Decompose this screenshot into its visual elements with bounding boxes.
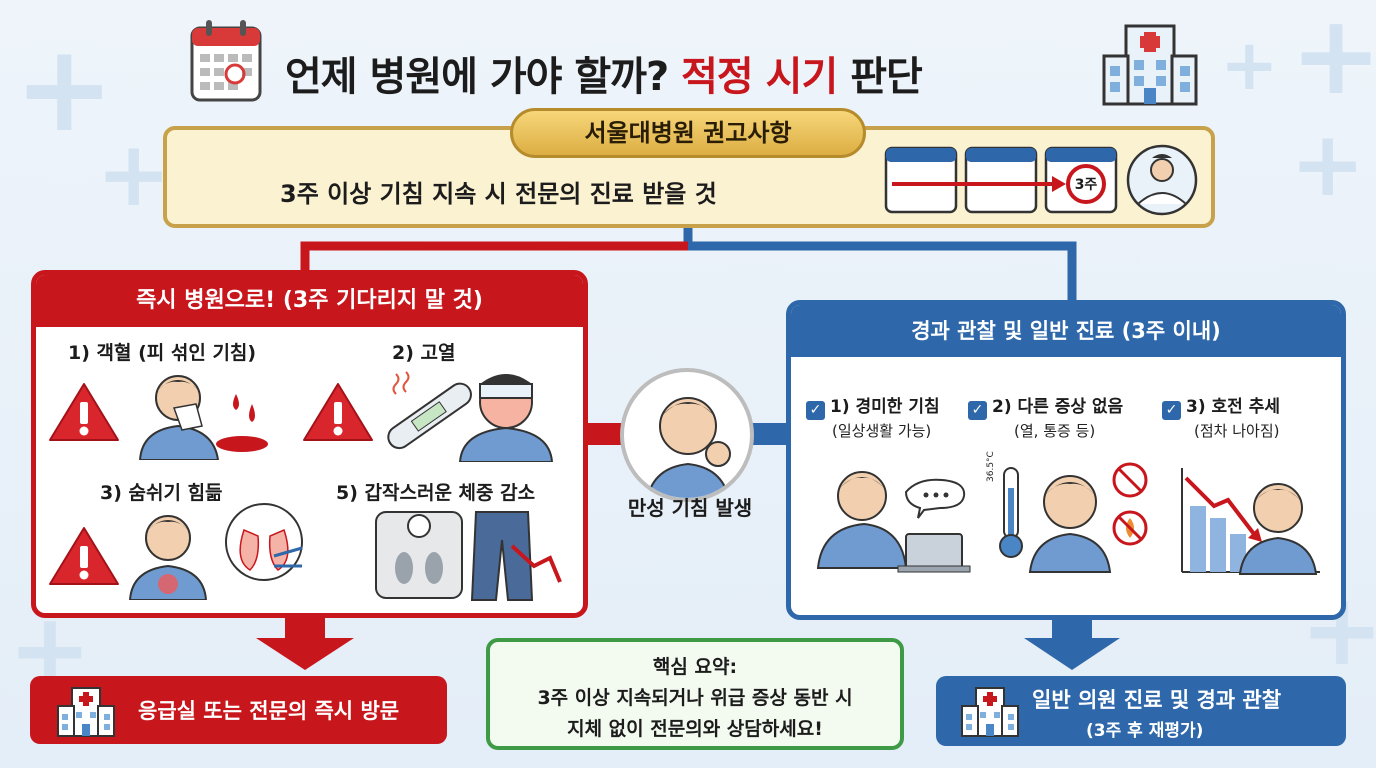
urgent-header: 즉시 병원으로! (3주 기다리지 말 것) — [36, 275, 583, 327]
urgent-item-high-fever: 2) 고열 — [392, 342, 456, 364]
checkbox-icon: ✓ — [1162, 401, 1181, 420]
background-plus-icon: + — [1290, 112, 1366, 217]
observe-result-subtext: (3주 후 재평가) — [1086, 721, 1204, 741]
calendar-icon — [190, 20, 262, 102]
observe-result-box: 일반 의원 진료 및 경과 관찰 (3주 후 재평가) — [936, 676, 1346, 746]
urgent-result-text: 응급실 또는 전문의 즉시 방문 — [138, 699, 400, 723]
breathing-difficulty-illustration — [128, 503, 303, 600]
title-highlight: 적정 시기 — [681, 54, 838, 100]
warning-icon — [49, 383, 119, 441]
coughing-person-illustration — [646, 397, 731, 498]
observe-item-mild-cough-sub: (일상생활 가능) — [832, 422, 932, 440]
warning-icon — [303, 383, 373, 441]
background-plus-icon: + — [1220, 24, 1279, 106]
recommendation-badge: 서울대병원 권고사항 — [510, 108, 866, 158]
chronic-cough-label: 만성 기침 발생 — [627, 496, 753, 520]
observe-header: 경과 관찰 및 일반 진료 (3주 이내) — [791, 305, 1341, 357]
urgent-panel: 즉시 병원으로! (3주 기다리지 말 것) — [31, 270, 588, 618]
title-main: 언제 병원에 가야 할까? — [285, 54, 669, 100]
three-week-mark: 3주 — [1074, 177, 1098, 193]
observe-item-improving: ✓3) 호전 추세 — [1162, 392, 1280, 420]
normal-temperature-illustration — [999, 462, 1148, 573]
background-plus-icon: + — [14, 20, 115, 159]
hospital-icon — [57, 687, 115, 737]
urgent-item-breathing: 3) 숨쉬기 힘듦 — [100, 482, 223, 504]
background-plus-icon: + — [1290, 0, 1376, 119]
hospital-icon — [1102, 24, 1198, 106]
chronic-cough-circle — [620, 368, 754, 502]
summary-title: 핵심 요약: — [652, 656, 738, 678]
background-plus-icon: + — [96, 122, 172, 227]
three-week-calendar-illustration — [884, 144, 1198, 216]
improving-trend-illustration — [1181, 468, 1320, 575]
urgent-item-hemoptysis: 1) 객혈 (피 섞인 기침) — [68, 342, 257, 364]
coughing-blood-illustration — [138, 375, 268, 460]
thermometer-reading: 36.5°C — [986, 451, 996, 482]
warning-icon — [49, 527, 119, 585]
urgent-item-weight-loss: 5) 갑작스러운 체중 감소 — [336, 482, 536, 504]
observe-item-no-other-symptoms-sub: (열, 통증 등) — [1014, 422, 1096, 440]
recommendation-text: 3주 이상 기침 지속 시 전문의 진료 받을 것 — [280, 180, 717, 208]
hospital-icon — [961, 687, 1019, 737]
title-row: 언제 병원에 가야 할까? 적정 시기 판단 — [0, 14, 1376, 106]
observe-item-improving-sub: (점차 나아짐) — [1194, 422, 1280, 440]
observe-result-text: 일반 의원 진료 및 경과 관찰 — [1032, 688, 1282, 712]
page-title: 언제 병원에 가야 할까? 적정 시기 판단 — [285, 44, 923, 102]
urgent-result-box: 응급실 또는 전문의 즉시 방문 — [30, 676, 447, 744]
summary-box: 핵심 요약: 3주 이상 지속되거나 위급 증상 동반 시 지체 없이 전문의와… — [486, 638, 904, 750]
checkbox-icon: ✓ — [968, 401, 987, 420]
summary-line: 3주 이상 지속되거나 위급 증상 동반 시 — [537, 687, 853, 709]
observe-item-mild-cough: ✓1) 경미한 기침 — [806, 392, 940, 420]
summary-line: 지체 없이 전문의와 상담하세요! — [567, 718, 823, 740]
weight-loss-illustration — [375, 511, 562, 601]
observe-item-no-other-symptoms: ✓2) 다른 증상 없음 — [968, 392, 1123, 420]
high-fever-illustration — [387, 371, 554, 462]
title-tail: 판단 — [850, 54, 923, 100]
checkbox-icon: ✓ — [806, 401, 825, 420]
mild-cough-laptop-illustration — [816, 471, 971, 573]
